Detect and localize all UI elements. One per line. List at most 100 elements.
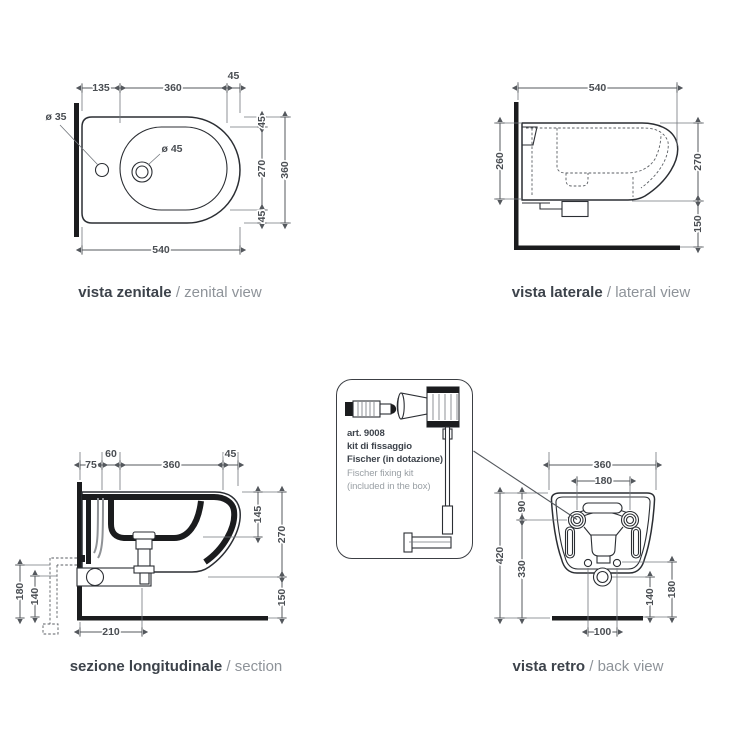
dim-label-135: 135	[92, 82, 110, 94]
dim-label-260: 260	[494, 152, 506, 170]
caption-lateral: vista laterale / lateral view	[451, 284, 735, 301]
dim-label-180-holes: 180	[595, 475, 613, 487]
wall-bar	[514, 102, 519, 248]
dim-label-45: 45	[225, 448, 237, 460]
hidden-supply-pipe	[49, 557, 77, 624]
dim-label-140: 140	[644, 588, 656, 606]
caption-section: sezione longitudinale / section	[26, 658, 326, 675]
tap-hole-inner	[135, 165, 149, 179]
caption-retro-en: back view	[597, 658, 664, 675]
dim-label-140: 140	[29, 588, 41, 606]
dim-label-270-right: 270	[256, 160, 268, 178]
drain-trap-under	[522, 202, 562, 210]
pipe-clamp	[77, 555, 85, 562]
dim-label-180: 180	[14, 583, 26, 601]
caption-lateral-it: vista laterale	[511, 284, 603, 301]
dim-label-540: 540	[589, 82, 607, 94]
fixing-kit-drawing	[345, 386, 460, 553]
dim-label-75: 75	[85, 459, 97, 471]
caption-separator: /	[585, 658, 598, 675]
dimension-lines	[19, 464, 283, 633]
basin-rim	[119, 126, 228, 211]
dim-label-150: 150	[276, 589, 288, 607]
fixing-hole-left	[567, 510, 587, 530]
dim-label-90: 90	[516, 501, 528, 513]
trap-housing	[590, 534, 617, 557]
art-number: art. 9008	[347, 428, 385, 439]
zenital-view-drawing: ø 35 ø 45 135 360 45 45 270 45 360 540	[44, 68, 293, 257]
kit-line-it1: kit di fissaggio	[347, 441, 412, 453]
floor-bar	[77, 616, 268, 621]
dim-label-360-right: 360	[279, 161, 291, 179]
dim-label-150: 150	[692, 215, 704, 233]
dim-label-45-right-top: 45	[256, 116, 268, 128]
dim-label-100: 100	[594, 626, 612, 638]
drain-box	[561, 200, 589, 218]
dim-label-45-top: 45	[228, 70, 240, 82]
section-view-drawing: 75 60 360 45 180 140 145 270 150 210	[12, 446, 289, 639]
outlet-hole-left	[583, 558, 593, 568]
dim-label-420: 420	[494, 547, 506, 565]
dim-label-330: 330	[516, 560, 528, 578]
caption-separator: /	[602, 284, 616, 301]
dim-label-360-top: 360	[164, 82, 182, 94]
side-slot-left	[564, 526, 576, 559]
drain-outlet-inner	[596, 570, 609, 584]
trap-body	[76, 567, 152, 587]
caption-retro: vista retro / back view	[438, 658, 735, 675]
supply-hoses	[93, 497, 104, 559]
trap-housing-notch	[596, 555, 611, 564]
tap-hole-outer	[131, 161, 153, 183]
side-slot-right	[630, 526, 642, 559]
witness-lines	[81, 84, 291, 253]
drain-outlet-outer	[592, 567, 613, 587]
hidden-lines	[526, 127, 669, 197]
dim-label-270: 270	[692, 153, 704, 171]
dimension-lines	[499, 87, 699, 247]
ceramic-bowl	[108, 500, 204, 541]
caption-zenital-it: vista zenitale	[78, 284, 172, 301]
caption-lateral-en: lateral view	[615, 284, 691, 301]
kit-line-en2: (included in the box)	[347, 480, 431, 492]
screw-illustration	[345, 400, 397, 418]
top-slot	[582, 502, 623, 514]
dim-label-60: 60	[105, 448, 117, 460]
wall-bar	[74, 103, 79, 237]
caption-zenital: vista zenitale / zenital view	[20, 284, 320, 301]
leader-lines	[59, 124, 161, 166]
dim-label-180-floor: 180	[666, 581, 678, 599]
drain-assembly	[132, 531, 156, 585]
threaded-rod-illustration	[403, 426, 454, 553]
floor-bar	[514, 245, 680, 250]
ceramic-rim-wall	[82, 494, 238, 565]
fixing-hole-right	[620, 510, 640, 530]
caption-separator: /	[222, 658, 235, 675]
dim-label-270: 270	[276, 526, 288, 544]
bidet-outline-side	[521, 122, 679, 201]
fixing-kit-text: art. 9008 kit di fissaggio Fischer (in d…	[347, 427, 443, 493]
outlet-hole-right	[612, 558, 622, 568]
anchor-plug-illustration	[396, 386, 460, 428]
dim-label-540: 540	[152, 244, 170, 256]
dim-label-360: 360	[594, 459, 612, 471]
bidet-section-outline	[81, 491, 241, 573]
caption-section-it: sezione longitudinale	[69, 658, 223, 675]
lateral-view-drawing: 540 260 270 150	[492, 80, 706, 254]
dim-label-360: 360	[163, 459, 181, 471]
caption-section-en: section	[234, 658, 283, 675]
side-hole	[94, 162, 110, 178]
retro-view-drawing: 360 180 420 90 330 140 180 100	[492, 452, 680, 640]
dim-label-145: 145	[252, 506, 264, 524]
fixing-kit-callout: art. 9008 kit di fissaggio Fischer (in d…	[336, 379, 473, 559]
mounting-frame	[86, 494, 91, 564]
kit-line-en1: Fischer fixing kit	[347, 467, 414, 479]
caption-retro-it: vista retro	[512, 658, 586, 675]
fixing-bracket	[522, 126, 538, 146]
dim-label-tap-hole: ø 45	[161, 143, 182, 155]
dim-label-210: 210	[102, 626, 120, 638]
wall-bar	[77, 482, 82, 620]
caption-zenital-en: zenital view	[184, 284, 262, 301]
caption-separator: /	[171, 284, 185, 301]
dimension-lines	[499, 464, 673, 633]
kit-line-it2: Fischer (in dotazione)	[347, 454, 443, 466]
